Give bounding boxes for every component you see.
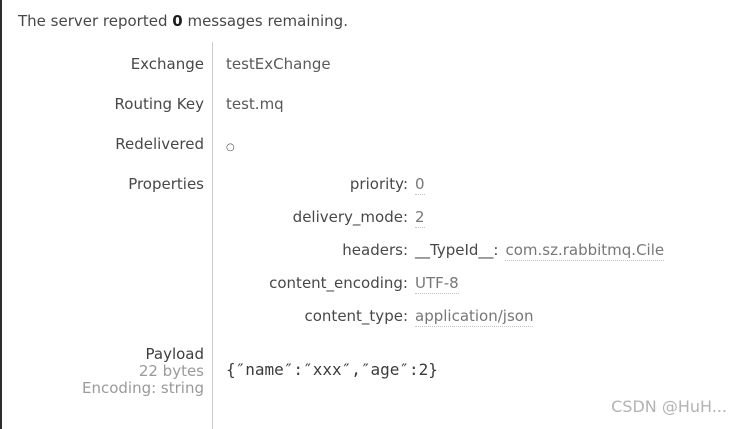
property-name: priority: (349, 175, 408, 193)
properties-list: priority: 0 delivery_mode: 2 headers: __… (212, 162, 739, 346)
row-value-exchange: testExChange (212, 42, 739, 82)
message-details-table: Exchange testExChange Routing Key test.m… (0, 42, 739, 429)
property-name: delivery_mode: (292, 208, 408, 226)
property-name: content_encoding: (269, 274, 408, 292)
row-label-redelivered: Redelivered (115, 135, 204, 153)
property-value: application/json (415, 307, 534, 327)
property-delivery-mode: delivery_mode: 2 (226, 201, 739, 234)
redelivered-false-circle-icon: ○ (212, 122, 739, 162)
payload-label-block: Payload 22 bytes Encoding: string (0, 346, 212, 397)
row-label-properties: Properties (128, 175, 204, 193)
row-label-exchange: Exchange (130, 55, 204, 73)
payload-encoding: Encoding: string (81, 379, 204, 397)
server-message-prefix: The server reported (18, 12, 173, 30)
payload-label: Payload (145, 345, 205, 363)
property-value: 2 (415, 208, 425, 228)
csdn-watermark: CSDN @HuH... (611, 397, 727, 416)
property-headers: headers: __TypeId__: com.sz.rabbitmq.Cile (226, 234, 739, 267)
property-content-encoding: content_encoding: UTF-8 (226, 267, 739, 300)
payload-value: {″name″:″xxx″,″age″:2} (212, 346, 739, 397)
header-key: __TypeId__: (415, 241, 499, 259)
row-value-routing-key: test.mq (212, 82, 739, 122)
property-content-type: content_type: application/json (226, 300, 739, 333)
server-message-count: 0 (172, 12, 183, 30)
panel-left-border (0, 0, 2, 429)
row-label-routing-key: Routing Key (114, 95, 204, 113)
property-name: content_type: (304, 307, 409, 325)
property-value: com.sz.rabbitmq.Cile (505, 241, 665, 261)
server-message-suffix: messages remaining. (182, 12, 348, 30)
property-value: 0 (415, 175, 425, 195)
filler-value-cell (212, 397, 739, 429)
property-value: UTF-8 (415, 274, 459, 294)
server-message: The server reported 0 messages remaining… (0, 0, 739, 30)
property-priority: priority: 0 (226, 168, 739, 201)
payload-size: 22 bytes (138, 362, 204, 380)
filler-label-cell (0, 397, 212, 429)
property-name: headers: (342, 241, 408, 259)
